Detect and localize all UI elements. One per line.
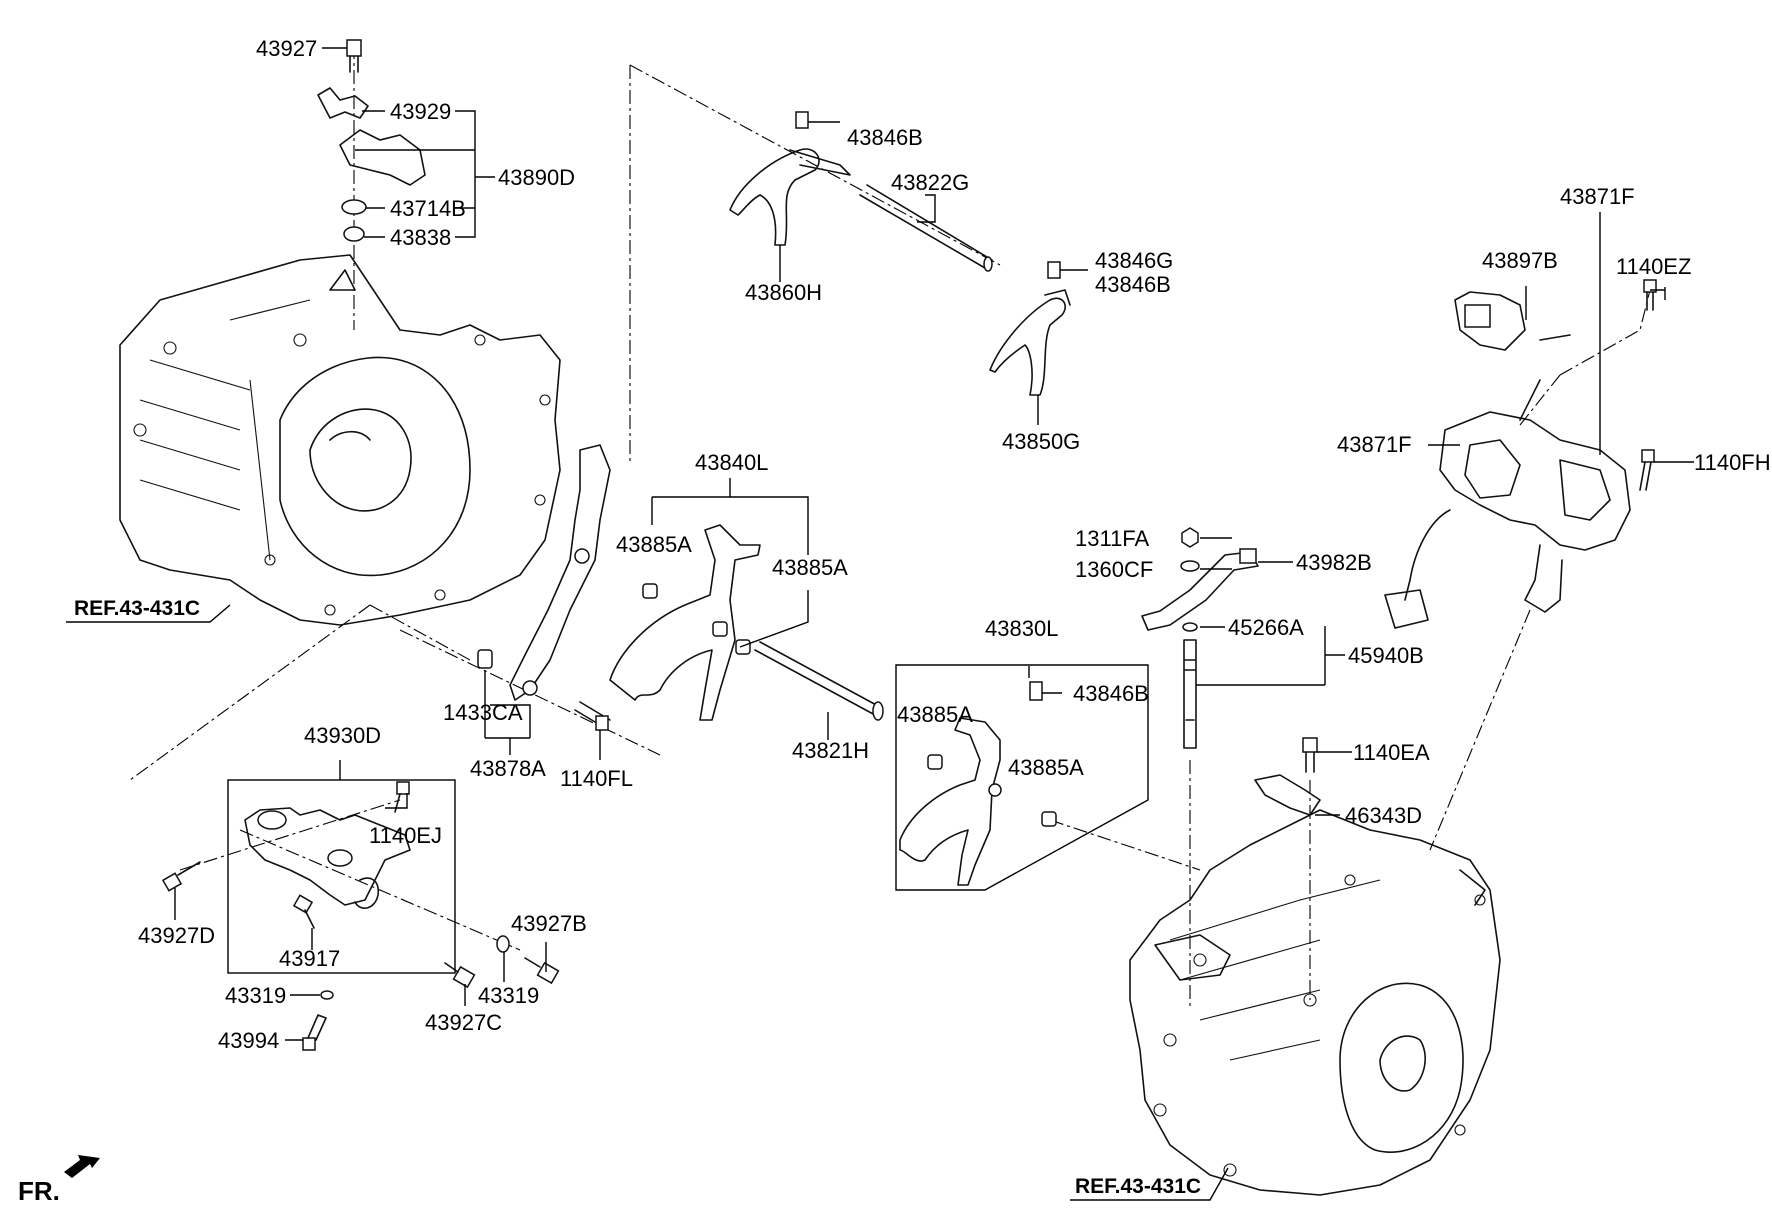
group-box-43930D (227, 779, 456, 974)
label-43885A-1[interactable]: 43885A (616, 532, 692, 557)
fork-43860H (729, 111, 993, 272)
clip-43929 (317, 87, 369, 119)
label-43838[interactable]: 43838 (390, 225, 451, 250)
label-43846B-low[interactable]: 43846B (1073, 681, 1149, 706)
bolt-43927 (346, 39, 362, 73)
label-45266A[interactable]: 45266A (1228, 615, 1304, 640)
label-43714B[interactable]: 43714B (390, 196, 466, 221)
label-1140EZ[interactable]: 1140EZ (1616, 254, 1691, 279)
label-43890D[interactable]: 43890D (498, 165, 575, 190)
label-43927B[interactable]: 43927B (511, 911, 587, 936)
label-43871F-top[interactable]: 43871F (1560, 184, 1635, 209)
ref-label-right[interactable]: REF.43-431C (1075, 1175, 1201, 1198)
label-1311FA[interactable]: 1311FA (1075, 526, 1150, 551)
transmission-case-left (119, 254, 561, 626)
bolt-43927D (161, 861, 201, 892)
label-43930D[interactable]: 43930D (304, 723, 381, 748)
bolt-1140EZ (1643, 279, 1657, 311)
fork-43850G (989, 261, 1071, 396)
label-1140FL[interactable]: 1140FL (560, 766, 633, 791)
front-arrow-icon (64, 1155, 100, 1178)
label-43897B[interactable]: 43897B (1482, 248, 1558, 273)
plate-hole-bottom (522, 680, 538, 696)
bracket-46343D (1254, 774, 1321, 816)
label-43917[interactable]: 43917 (279, 946, 340, 971)
label-43878A[interactable]: 43878A (470, 756, 546, 781)
bolt-43927C (444, 962, 476, 989)
label-1140EA[interactable]: 1140EA (1353, 740, 1430, 765)
ref-label-left[interactable]: REF.43-431C (74, 597, 200, 620)
label-43850G[interactable]: 43850G (1002, 429, 1080, 454)
label-43846B-mid[interactable]: 43846B (1095, 272, 1171, 297)
bracket-43890D (339, 129, 426, 186)
label-43821H[interactable]: 43821H (792, 738, 869, 763)
label-43929[interactable]: 43929 (390, 99, 451, 124)
part-labels: 43927 43929 43890D 43714B 43838 43846B 4… (74, 36, 1771, 1198)
group-box-43830L (895, 664, 1149, 891)
bolt-1140FH (1639, 449, 1655, 491)
label-43927C[interactable]: 43927C (425, 1010, 502, 1035)
fork-43840L (477, 524, 884, 731)
label-43885A-3[interactable]: 43885A (897, 702, 973, 727)
bolt-1140EA (1302, 737, 1318, 773)
label-43830L[interactable]: 43830L (985, 616, 1058, 641)
label-43840L[interactable]: 43840L (695, 450, 768, 475)
bolt-43994 (302, 1014, 327, 1051)
washer-43838 (343, 226, 365, 242)
fork-43830L (899, 681, 1057, 886)
label-1433CA[interactable]: 1433CA (443, 700, 523, 725)
washer-43319-a (496, 935, 510, 953)
label-45940B[interactable]: 45940B (1348, 643, 1424, 668)
bolt-43917 (292, 894, 315, 929)
label-43982B[interactable]: 43982B (1296, 550, 1372, 575)
actuator-43871F (1384, 291, 1631, 629)
label-43846B-top[interactable]: 43846B (847, 125, 923, 150)
shift-assembly-43930D (244, 781, 411, 909)
assembly-centerlines (129, 45, 1651, 1010)
front-label: FR. (18, 1176, 60, 1206)
label-43319-b[interactable]: 43319 (225, 983, 286, 1008)
label-1360CF[interactable]: 1360CF (1075, 557, 1153, 582)
label-43927[interactable]: 43927 (256, 36, 317, 61)
label-43846G[interactable]: 43846G (1095, 248, 1173, 273)
label-43885A-4[interactable]: 43885A (1008, 755, 1084, 780)
bush-43714B (341, 199, 367, 215)
leader-lines (66, 47, 1694, 1201)
washer-43319-b (320, 990, 334, 1000)
lever-43982B (1141, 527, 1259, 632)
interlock-plate (509, 444, 611, 701)
label-43871F-side[interactable]: 43871F (1337, 432, 1412, 457)
label-43822G[interactable]: 43822G (891, 170, 969, 195)
label-43994[interactable]: 43994 (218, 1028, 279, 1053)
label-43319-a[interactable]: 43319 (478, 983, 539, 1008)
plate-hole-top (574, 548, 590, 564)
label-43927D[interactable]: 43927D (138, 923, 215, 948)
label-43885A-2[interactable]: 43885A (772, 555, 848, 580)
label-1140EJ[interactable]: 1140EJ (369, 823, 442, 848)
label-1140FH[interactable]: 1140FH (1694, 450, 1771, 475)
transmission-case-right (1129, 809, 1501, 1196)
label-43860H[interactable]: 43860H (745, 280, 822, 305)
label-46343D[interactable]: 46343D (1345, 803, 1422, 828)
front-direction-marker: FR. (18, 1155, 100, 1206)
bolt-43927B (524, 957, 560, 985)
shaft-45940B (1183, 639, 1197, 749)
